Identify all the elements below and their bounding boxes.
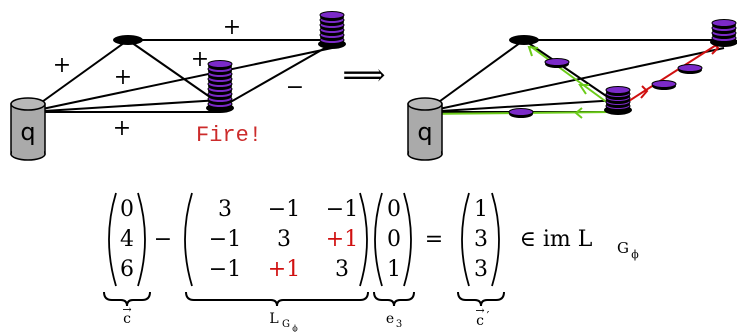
top-node-right bbox=[509, 35, 539, 45]
edge-r-sink-top bbox=[424, 39, 525, 113]
sink-label-right: q bbox=[417, 118, 432, 146]
underbrace-c-prime bbox=[457, 291, 505, 307]
chip-stack-right bbox=[318, 11, 346, 49]
edge-sign-upper-left: + bbox=[53, 53, 71, 78]
underbrace-laplacian bbox=[185, 291, 369, 307]
laplacian-entry: 3 bbox=[218, 197, 232, 222]
edge-mid-right bbox=[219, 43, 333, 109]
edge-sink-right bbox=[27, 47, 333, 113]
brace-label-laplacian-sub: G bbox=[282, 319, 290, 330]
edge-sign-center: + bbox=[114, 65, 132, 90]
right-paren bbox=[403, 192, 412, 287]
laplacian-entry: +1 bbox=[326, 227, 358, 252]
right-graph bbox=[424, 39, 725, 113]
brace-label-c-prime-arrow: → bbox=[475, 304, 484, 317]
left-paren bbox=[461, 192, 470, 287]
left-paren bbox=[374, 192, 383, 287]
vec-c-entry: 6 bbox=[120, 257, 134, 282]
laplacian-entry: −1 bbox=[209, 227, 241, 252]
edge-r-sink-right bbox=[424, 47, 725, 113]
right-paren bbox=[359, 192, 368, 287]
result-entry: 3 bbox=[474, 227, 488, 252]
brace-label-c: c bbox=[123, 311, 131, 327]
moving-chips bbox=[508, 58, 703, 118]
right-paren bbox=[491, 192, 500, 287]
edge-sign-minus: − bbox=[286, 75, 304, 100]
chip bbox=[711, 19, 737, 27]
brace-label-e3-sub: 3 bbox=[396, 319, 402, 330]
moving-chip bbox=[677, 64, 703, 72]
top-node bbox=[113, 35, 143, 45]
brace-label-laplacian: L bbox=[269, 311, 278, 327]
result-entry: 1 bbox=[474, 197, 488, 222]
sink-cylinder-right bbox=[407, 97, 443, 161]
membership-subsubscript: ϕ bbox=[631, 248, 639, 261]
brace-label-c-prime-mark: ′ bbox=[487, 309, 490, 323]
equals-sign: = bbox=[425, 227, 443, 252]
left-paren bbox=[184, 192, 193, 287]
fire-label: Fire! bbox=[196, 123, 262, 148]
green-arrowhead-bottom bbox=[574, 107, 583, 119]
moving-chip bbox=[651, 80, 677, 88]
edge-r-sink-mid bbox=[424, 99, 619, 113]
chip-stack-right-after bbox=[710, 19, 737, 47]
chip-stack-middle-after bbox=[604, 86, 632, 115]
right-paren bbox=[137, 192, 146, 287]
edge-r-top-mid bbox=[523, 39, 619, 105]
chip bbox=[207, 60, 233, 68]
underbrace-e3 bbox=[373, 291, 415, 307]
edge-sign-top: + bbox=[223, 15, 241, 40]
e3-entry: 0 bbox=[387, 197, 401, 222]
e3-entry: 1 bbox=[387, 257, 401, 282]
red-firing-path bbox=[617, 39, 725, 109]
green-arrowhead-mid bbox=[578, 84, 589, 95]
chip bbox=[319, 11, 345, 19]
chip bbox=[605, 86, 631, 94]
left-paren bbox=[108, 192, 117, 287]
membership-subscript: G bbox=[617, 239, 629, 257]
edge-top-mid bbox=[127, 39, 221, 105]
image-membership: ∈ im L bbox=[520, 227, 593, 252]
result-entry: 3 bbox=[474, 257, 488, 282]
brace-label-laplacian-subsub: ϕ bbox=[292, 324, 298, 332]
edge-sign-inner: + bbox=[191, 47, 209, 72]
laplacian-entry: 3 bbox=[335, 257, 349, 282]
edge-sign-bottom: + bbox=[113, 116, 131, 141]
laplacian-entry: 3 bbox=[277, 227, 291, 252]
laplacian-entry: −1 bbox=[326, 197, 358, 222]
edge-sink-top bbox=[27, 39, 129, 113]
sink-cylinder bbox=[10, 97, 46, 161]
red-arrowhead-lower bbox=[640, 85, 649, 99]
sink-label-left: q bbox=[20, 118, 35, 146]
implies-arrow: ⟹ bbox=[342, 58, 385, 93]
minus-sign: − bbox=[154, 227, 172, 252]
chip-stack-middle bbox=[206, 60, 234, 113]
laplacian-entry: −1 bbox=[209, 257, 241, 282]
laplacian-entry: −1 bbox=[268, 197, 300, 222]
brace-label-e3: e bbox=[386, 311, 394, 327]
laplacian-entry: +1 bbox=[268, 257, 300, 282]
e3-entry: 0 bbox=[387, 227, 401, 252]
moving-chip bbox=[544, 58, 570, 66]
brace-label-c-prime: c bbox=[476, 313, 484, 329]
vec-c-entry: 4 bbox=[120, 227, 134, 252]
brace-label-c-arrow: → bbox=[122, 303, 131, 316]
underbrace-c bbox=[103, 291, 151, 307]
moving-chip bbox=[508, 108, 534, 116]
green-arrowhead-top bbox=[527, 45, 539, 57]
edge-sink-mid bbox=[27, 99, 221, 113]
left-graph bbox=[27, 39, 333, 113]
vec-c-entry: 0 bbox=[120, 197, 134, 222]
